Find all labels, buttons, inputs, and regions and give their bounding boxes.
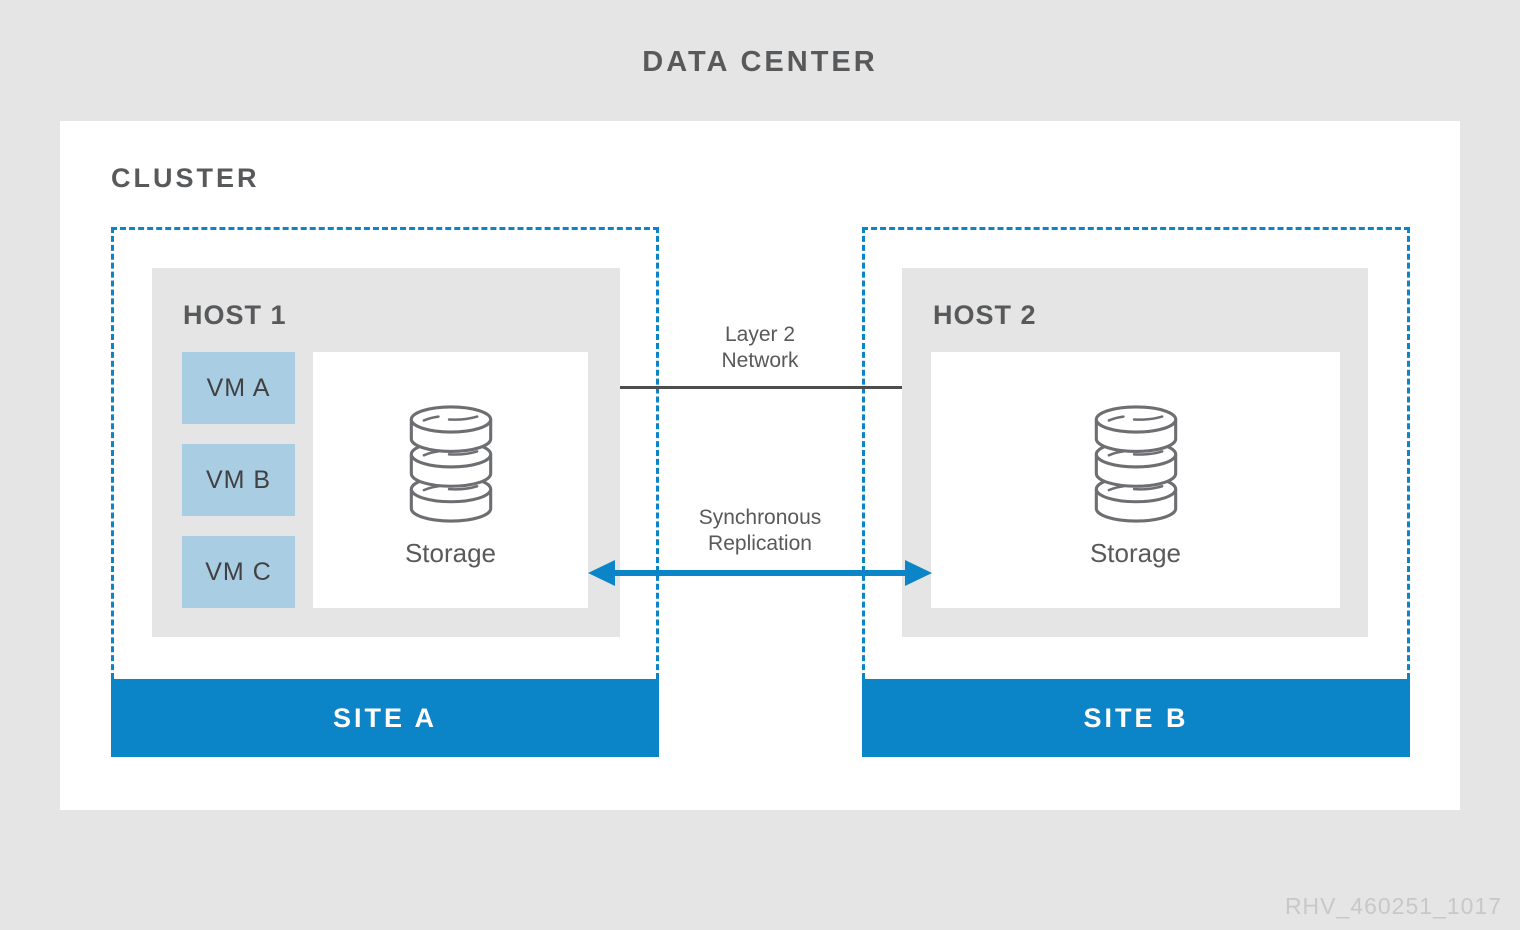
image-reference-watermark: RHV_460251_1017 (1284, 893, 1502, 919)
vm-c-label: VM C (205, 557, 272, 586)
host-2-storage-label: Storage (1089, 537, 1182, 568)
site-a-zone-border (111, 227, 659, 679)
host-1-storage-label: Storage (404, 537, 497, 568)
replication-double-arrow (588, 560, 932, 586)
vm-a-label: VM A (206, 373, 271, 402)
site-a-bar: SITE A (111, 679, 659, 757)
cluster-label: CLUSTER (111, 163, 260, 193)
site-b-zone-border (862, 227, 1410, 679)
host-1-label: HOST 1 (183, 300, 287, 330)
layer2-network-label-line1: Layer 2 (724, 323, 796, 346)
site-a-label: SITE A (332, 702, 437, 733)
site-b-label: SITE B (1083, 702, 1189, 733)
layer2-network-line (620, 386, 902, 389)
vm-a-box: VM A (182, 352, 295, 424)
vm-b-box: VM B (182, 444, 295, 516)
synchronous-replication-label: Synchronous Replication (635, 505, 885, 557)
site-b-bar: SITE B (862, 679, 1410, 757)
host-2-label: HOST 2 (933, 300, 1037, 330)
database-icon (409, 404, 492, 523)
layer2-network-label-line2: Network (721, 349, 799, 372)
layer2-network-label: Layer 2 Network (635, 322, 885, 374)
vm-b-label: VM B (205, 465, 272, 494)
synchronous-replication-label-line1: Synchronous (698, 506, 822, 529)
host-1-box: HOST 1 VM A VM B VM C (152, 268, 620, 637)
host-1-storage-box: Storage (313, 352, 588, 608)
page-title: DATA CENTER (642, 46, 878, 78)
host-2-box: HOST 2 Storage (902, 268, 1368, 637)
host-2-storage-box: Storage (931, 352, 1340, 608)
database-icon (1094, 404, 1177, 523)
synchronous-replication-label-line2: Replication (708, 532, 812, 555)
vm-c-box: VM C (182, 536, 295, 608)
